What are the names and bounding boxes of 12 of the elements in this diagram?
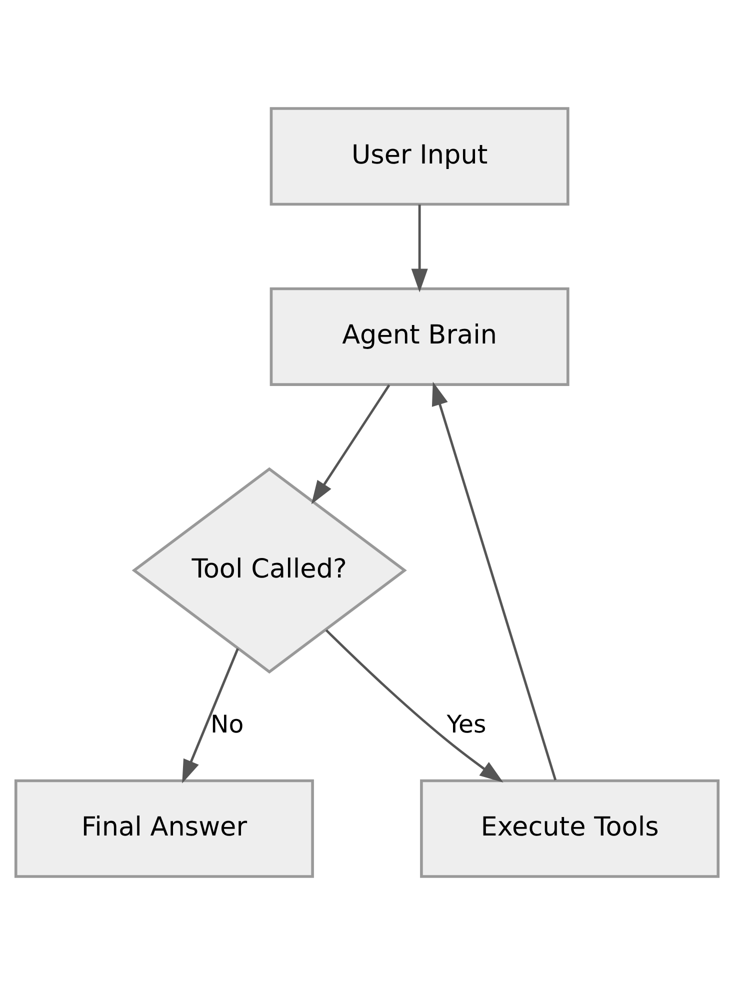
node-diamond: Tool Called?	[132, 467, 407, 674]
arrow	[311, 384, 390, 504]
arrow	[182, 648, 239, 784]
node-box: Execute Tools	[420, 779, 720, 878]
arrow	[325, 629, 504, 783]
arrow	[432, 382, 557, 780]
edge-label: No	[210, 710, 244, 739]
edge-label: Yes	[446, 710, 486, 739]
node-box: Final Answer	[14, 779, 314, 878]
node-box: User Input	[270, 107, 570, 206]
arrow	[411, 204, 428, 292]
node-box: Agent Brain	[270, 287, 570, 386]
